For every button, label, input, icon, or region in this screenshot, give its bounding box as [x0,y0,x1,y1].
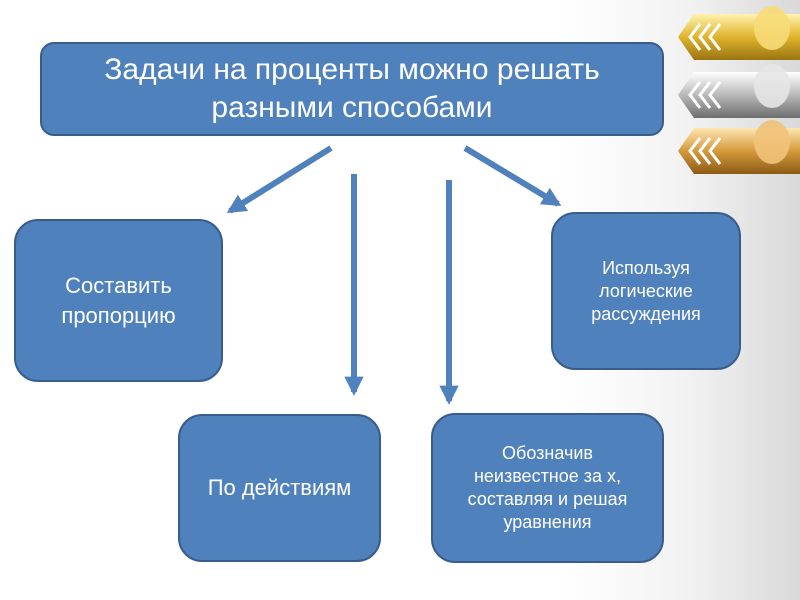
method-proportion-label: Составить пропорцию [61,272,176,328]
method-actions-label: По действиям [207,475,352,500]
decorative-ribbons [678,6,800,174]
method-proportion-box: Составить пропорцию [14,219,223,382]
gold-ribbon-icon [678,6,800,60]
diagram-title-box: Задачи на проценты можно решать разными … [40,42,664,136]
bronze-ribbon-icon [678,120,800,174]
silver-ribbon-icon [678,64,800,118]
method-logical-box: Используя логические рассуждения [551,212,741,370]
arrow-to-logical [463,145,562,207]
method-actions-box: По действиям [178,414,381,562]
diagram-title: Задачи на проценты можно решать разными … [104,53,600,124]
arrow-to-proportion [226,145,333,214]
method-equation-label: Обозначив неизвестное за х, составляя и … [467,443,628,532]
method-logical-label: Используя логические рассуждения [591,257,701,324]
method-equation-box: Обозначив неизвестное за х, составляя и … [431,413,664,563]
